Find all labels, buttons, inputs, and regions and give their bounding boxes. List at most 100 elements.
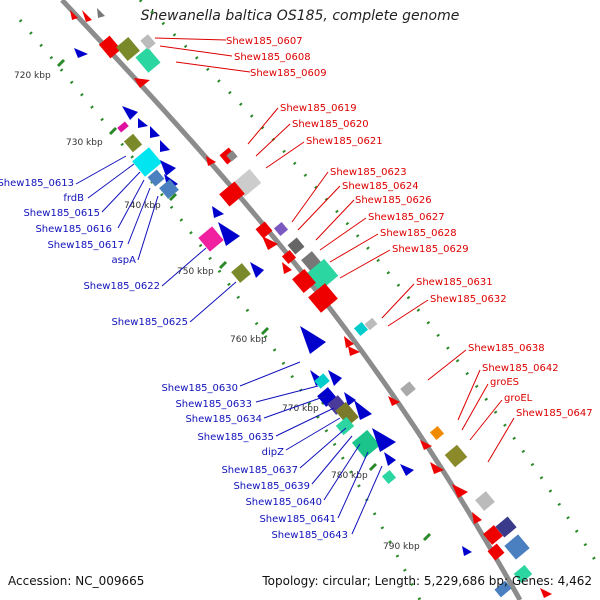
gene-block (314, 373, 330, 389)
gene-arrow (262, 236, 278, 250)
gene-block (140, 34, 156, 50)
inner-dotted-track (18, 19, 422, 600)
gene-block (116, 36, 140, 62)
gene-arrow (462, 546, 472, 556)
genome-summary: Topology: circular; Length: 5,229,686 bp… (262, 574, 592, 588)
gene-arrow (212, 206, 224, 218)
gene-arrow (134, 78, 150, 88)
gene-arrow (70, 10, 78, 20)
gene-label-shew185-0634: Shew185_0634 (185, 414, 262, 425)
gene-arrow (82, 10, 92, 22)
gene-block (219, 181, 245, 207)
gene-arrow (150, 126, 160, 138)
gene-features (70, 8, 552, 598)
gene-block (147, 169, 165, 187)
gene-arrow (400, 464, 414, 476)
gene-label-shew185-0609: Shew185_0609 (250, 68, 327, 79)
gene-block (98, 35, 122, 59)
kbp-ticks: 720 kbp 730 kbp 740 kbp 750 kbp 760 kbp … (14, 58, 432, 552)
gene-label-shew185-0617: Shew185_0617 (47, 240, 124, 251)
gene-label-shew185-0625: Shew185_0625 (111, 317, 188, 328)
gene-arrow (344, 392, 356, 406)
gene-arrow (74, 48, 88, 58)
gene-block (400, 381, 416, 397)
gene-label-shew185-0647: Shew185_0647 (516, 408, 593, 419)
gene-arrow (354, 400, 372, 420)
gene-arrow (250, 262, 264, 278)
gene-label-shew185-0631: Shew185_0631 (416, 277, 493, 288)
gene-label-dipz: dipZ (262, 447, 284, 458)
gene-block (483, 525, 503, 545)
gene-label-aspa: aspA (111, 255, 136, 266)
kbp-label-780: 780 kbp (331, 471, 368, 481)
gene-arrow (452, 484, 468, 498)
gene-arrow (122, 106, 138, 120)
kbp-label-720: 720 kbp (14, 71, 51, 81)
gene-label-shew185-0630: Shew185_0630 (161, 383, 238, 394)
gene-label-groel: groEL (504, 393, 533, 404)
gene-block (281, 249, 297, 265)
outer-dotted-track (138, 0, 597, 561)
gene-label-shew185-0643: Shew185_0643 (271, 530, 348, 541)
gene-label-shew185-0607: Shew185_0607 (226, 36, 303, 47)
gene-label-shew185-0626: Shew185_0626 (355, 195, 432, 206)
gene-block (504, 534, 530, 560)
gene-arrow (372, 428, 396, 452)
gene-block (132, 147, 162, 177)
gene-block (475, 491, 495, 511)
gene-arrow (138, 118, 148, 128)
gene-label-shew185-0622: Shew185_0622 (83, 281, 160, 292)
kbp-label-770: 770 kbp (282, 404, 319, 414)
gene-block (287, 237, 305, 255)
gene-block (494, 580, 512, 598)
gene-label-shew185-0620: Shew185_0620 (292, 119, 369, 130)
gene-label-shew185-0615: Shew185_0615 (23, 208, 100, 219)
gene-arrow (348, 346, 360, 356)
gene-block (429, 425, 445, 441)
gene-label-shew185-0619: Shew185_0619 (280, 103, 357, 114)
gene-arrow (420, 440, 432, 450)
gene-label-shew185-0641: Shew185_0641 (259, 514, 336, 525)
gene-block (198, 226, 224, 252)
gene-block (135, 47, 161, 73)
gene-arrow (97, 8, 105, 18)
gene-arrow (472, 512, 482, 524)
gene-arrow (430, 462, 444, 474)
gene-block (351, 429, 381, 459)
gene-block (364, 317, 378, 331)
map-title: Shewanella baltica OS185, complete genom… (140, 8, 460, 24)
gene-arrow (300, 326, 326, 354)
gene-block (273, 221, 289, 237)
gene-label-shew185-0629: Shew185_0629 (392, 244, 469, 255)
gene-label-shew185-0638: Shew185_0638 (468, 343, 545, 354)
gene-label-shew185-0623: Shew185_0623 (330, 167, 407, 178)
gene-label-shew185-0632: Shew185_0632 (430, 294, 507, 305)
gene-block (335, 416, 355, 436)
gene-label-shew185-0621: Shew185_0621 (306, 136, 383, 147)
reverse-gene-labels: Shew185_0613 frdB Shew185_0615 Shew185_0… (0, 155, 383, 541)
gene-arrow (160, 160, 176, 176)
gene-label-shew185-0624: Shew185_0624 (342, 181, 419, 192)
gene-arrow (206, 156, 216, 166)
gene-block (353, 321, 369, 337)
gene-label-frdb: frdB (63, 193, 84, 204)
gene-label-groes: groES (490, 377, 519, 388)
gene-label-shew185-0627: Shew185_0627 (368, 212, 445, 223)
gene-label-shew185-0640: Shew185_0640 (245, 497, 322, 508)
gene-block (335, 401, 359, 427)
gene-block (117, 121, 129, 133)
gene-block (495, 516, 517, 538)
gene-block (123, 133, 143, 153)
gene-label-shew185-0637: Shew185_0637 (221, 465, 298, 476)
gene-arrow (388, 396, 400, 406)
gene-label-shew185-0628: Shew185_0628 (380, 228, 457, 239)
gene-arrow (218, 222, 240, 246)
gene-label-shew185-0639: Shew185_0639 (233, 481, 310, 492)
gene-arrow (160, 140, 170, 152)
gene-label-shew185-0616: Shew185_0616 (35, 224, 112, 235)
gene-arrow (328, 370, 342, 386)
gene-arrow (344, 336, 354, 348)
gene-block (226, 150, 238, 162)
gene-label-shew185-0635: Shew185_0635 (197, 432, 274, 443)
